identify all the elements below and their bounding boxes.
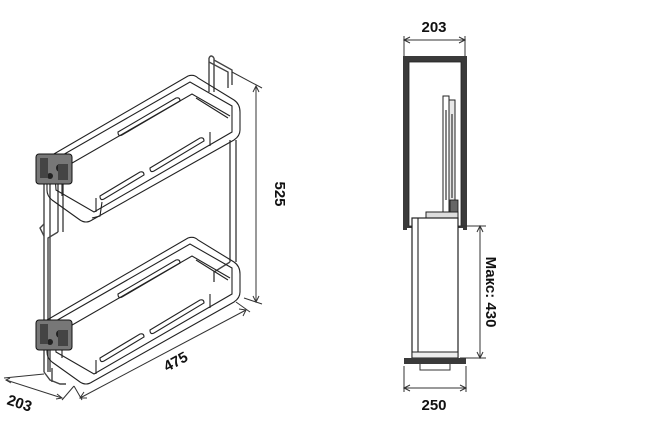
top-width-dimension: 203	[402, 19, 467, 56]
side-view: 203	[402, 19, 499, 414]
extension-dimension: Макс: 430	[460, 224, 499, 360]
extension-label: Макс: 430	[482, 257, 499, 328]
base-width-dimension: 250	[402, 366, 468, 414]
drawer-runners	[425, 95, 459, 219]
top-width-label: 203	[421, 19, 446, 36]
height-dimension: 525	[231, 71, 288, 305]
base-plate	[404, 358, 466, 371]
height-label: 525	[271, 181, 288, 206]
width-label: 203	[5, 392, 34, 416]
lower-shelf	[46, 236, 241, 385]
depth-dimension: 475	[73, 301, 251, 401]
base-width-label: 250	[421, 397, 446, 414]
isometric-basket-view: 525 475 203	[3, 55, 288, 416]
lower-bracket	[35, 319, 73, 351]
width-dimension: 203	[3, 373, 75, 416]
rear-frame	[208, 55, 237, 282]
front-panel	[411, 217, 459, 359]
upper-bracket	[35, 153, 73, 185]
upper-shelf	[46, 74, 241, 223]
